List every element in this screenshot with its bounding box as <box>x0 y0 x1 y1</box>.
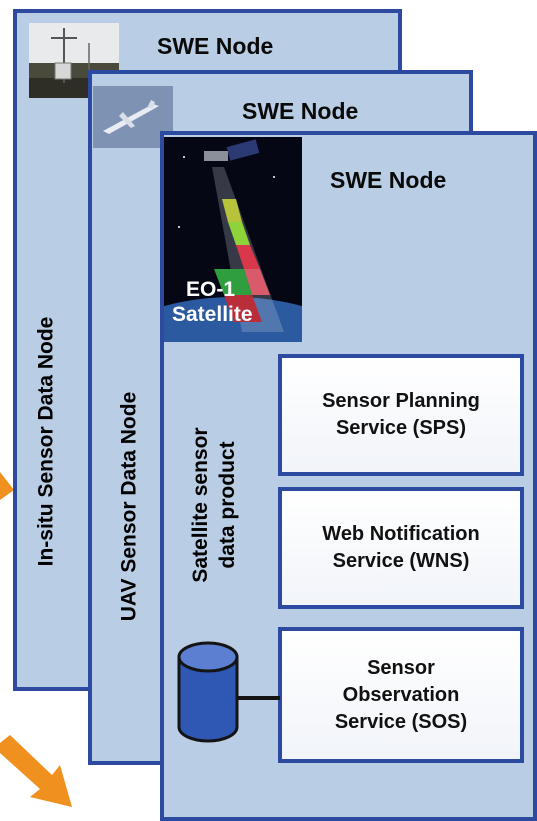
satellite-product-label-line1: Satellite sensor <box>189 427 212 583</box>
satellite-product-label-line2: data product <box>216 441 239 569</box>
sps-line1: Sensor Planning <box>322 390 480 412</box>
uav-node-title: SWE Node <box>242 98 359 124</box>
sos-line3: Service (SOS) <box>334 710 468 733</box>
wns-service-box: Web Notification Service (WNS) <box>278 487 524 609</box>
satellite-photo <box>164 137 302 342</box>
insitu-node-title: SWE Node <box>157 33 274 59</box>
sps-service-box: Sensor Planning Service (SPS) <box>278 354 524 476</box>
sos-line2: Observation <box>342 683 460 706</box>
sos-service-box: Sensor Observation Service (SOS) <box>278 627 524 763</box>
uav-node-label: UAV Sensor Data Node <box>117 391 141 622</box>
satellite-caption-line1: EO-1 <box>186 278 236 301</box>
satellite-product-label: Satellite sensor data product <box>187 390 241 620</box>
satellite-caption-line2: Satellite <box>172 303 253 326</box>
sos-line1: Sensor <box>367 656 435 679</box>
database-icon <box>177 641 280 743</box>
satellite-node-panel: EO-1 Satellite SWE Node Satellite sensor… <box>160 131 537 821</box>
sps-line2: Service (SPS) <box>335 417 467 439</box>
uav-photo <box>93 86 173 148</box>
wns-line1: Web Notification <box>322 523 480 545</box>
satellite-node-title: SWE Node <box>330 167 447 193</box>
arrow-icon <box>0 735 72 807</box>
insitu-node-label: In-situ Sensor Data Node <box>34 316 58 567</box>
arrow-icon <box>0 472 14 500</box>
wns-line2: Service (WNS) <box>332 550 470 572</box>
satellite-caption: EO-1 Satellite <box>172 277 253 327</box>
